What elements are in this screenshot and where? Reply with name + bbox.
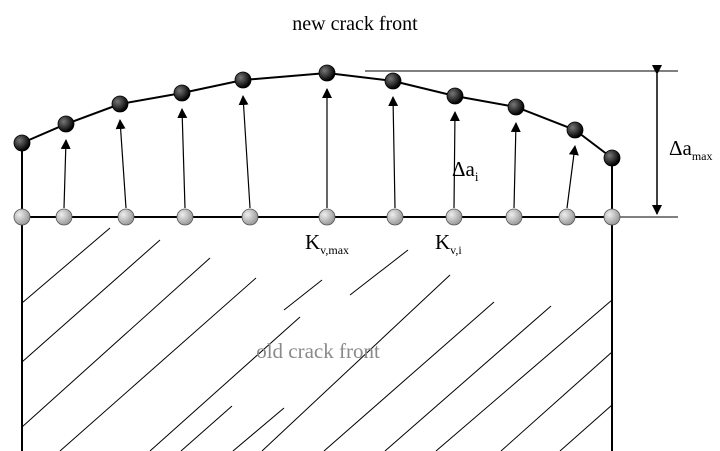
- new-front-node: [234, 71, 252, 89]
- k-v-i-label: Kv,i: [435, 230, 462, 257]
- new-crack-front-curve: [21, 71, 613, 159]
- old-front-node: [176, 208, 194, 226]
- growth-arrow: [177, 108, 188, 209]
- new-front-node: [318, 64, 336, 82]
- old-front-node: [505, 208, 523, 226]
- old-front-node: [117, 208, 135, 226]
- new-front-node: [507, 98, 525, 116]
- new-crack-front-nodes: [13, 64, 621, 167]
- hatch-line: [349, 249, 409, 296]
- delta-a-max-dimension: [365, 65, 678, 218]
- growth-arrow: [238, 95, 251, 209]
- hatch-line: [283, 279, 323, 311]
- hatch-line: [180, 405, 233, 451]
- hatch-line: [323, 301, 495, 451]
- growth-arrow: [510, 122, 521, 209]
- crack-growth-arrows: [60, 88, 579, 209]
- old-front-node: [386, 208, 404, 226]
- hatch-line: [149, 316, 301, 451]
- old-crack-front-label: old crack front: [256, 339, 380, 363]
- old-front-node: [445, 208, 463, 226]
- growth-arrow: [566, 145, 579, 209]
- new-front-node: [13, 134, 31, 152]
- new-front-node: [446, 87, 464, 105]
- delta-a-max-label: Δamax: [669, 136, 713, 163]
- new-front-node: [57, 115, 75, 133]
- hatch-line: [559, 404, 613, 451]
- old-front-node: [603, 208, 621, 226]
- delta-a-i-label: Δai: [452, 157, 479, 184]
- growth-arrow: [60, 139, 71, 209]
- hatch-line: [21, 257, 211, 428]
- hatch-line: [59, 277, 257, 451]
- old-front-node: [13, 208, 31, 226]
- old-front-node: [318, 208, 336, 226]
- k-v-max-label: Kv,max: [305, 230, 349, 257]
- new-front-node: [566, 121, 584, 139]
- old-crack-front-nodes: [13, 208, 621, 226]
- hatch-line: [261, 274, 451, 451]
- growth-arrow: [449, 111, 460, 209]
- hatch-line: [232, 407, 285, 451]
- new-crack-front-label: new crack front: [292, 13, 418, 35]
- hatch-line: [435, 299, 613, 451]
- hatch-line: [384, 305, 552, 451]
- hatch-line: [500, 351, 613, 451]
- new-front-node: [603, 149, 621, 167]
- old-crack-hatching: [21, 227, 613, 451]
- new-front-node: [173, 84, 191, 102]
- old-front-node: [241, 208, 259, 226]
- old-front-node: [55, 208, 73, 226]
- growth-arrow: [115, 119, 127, 209]
- hatch-line: [21, 227, 111, 304]
- hatch-line: [21, 239, 161, 363]
- growth-arrow: [388, 96, 399, 209]
- old-front-node: [558, 208, 576, 226]
- specimen-outline: [21, 143, 613, 451]
- new-front-node: [384, 72, 402, 90]
- new-front-node: [111, 95, 129, 113]
